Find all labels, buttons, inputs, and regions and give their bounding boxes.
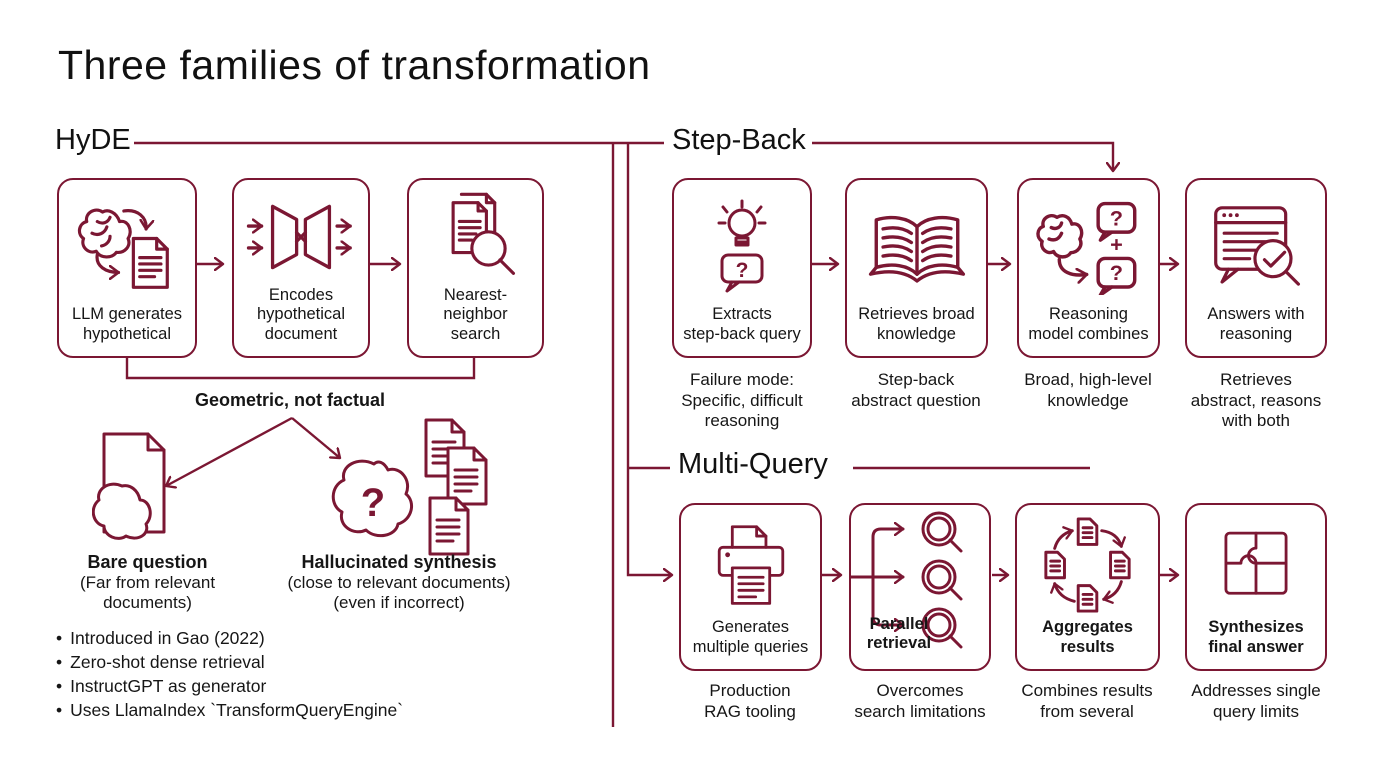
box-label: Generates multiple queries [692, 618, 809, 656]
bare-question-annotation: Bare question (Far from relevant documen… [60, 552, 235, 613]
box-nearest-neighbor-search: Nearest-neighbor search [407, 178, 544, 358]
question-blob-documents-icon: ? [322, 418, 494, 561]
bare-question-title: Bare question [87, 552, 208, 572]
box-parallel-retrieval: Parallel retrieval [849, 503, 991, 671]
box-retrieves-broad-knowledge: Retrieves broad knowledge [845, 178, 988, 358]
hyde-bracket [125, 358, 476, 380]
svg-text:?: ? [736, 259, 749, 282]
hyde-bullet-list: • Introduced in Gao (2022) • Zero-shot den… [56, 626, 403, 722]
bullet-glyph: • [56, 652, 63, 672]
bullet-glyph: • [56, 676, 63, 696]
open-book-icon [860, 188, 974, 305]
box-label: Reasoning model combines [1028, 305, 1149, 343]
bullet-item: • Zero-shot dense retrieval [56, 650, 403, 674]
box-aggregates-results: Aggregates results [1015, 503, 1160, 671]
box-label: Parallel retrieval [866, 615, 932, 653]
box-label: Synthesizes final answer [1208, 618, 1304, 656]
bullet-item: • Uses LlamaIndex `TransformQueryEngine` [56, 698, 403, 722]
puzzle-icon [1209, 513, 1303, 618]
caption-generates-multiple-queries: Production RAG tooling [704, 681, 796, 721]
caption-aggregates-results: Combines results from several [1021, 681, 1153, 721]
box-label: Nearest-neighbor search [443, 285, 508, 343]
brain-combines-questions-icon: ? + ? [1031, 188, 1147, 305]
box-label: Aggregates results [1042, 618, 1133, 656]
caption-reasoning-model-combines: Broad, high-level knowledge [1024, 370, 1152, 410]
box-label: LLM generates hypothetical [71, 305, 183, 343]
bullet-glyph: • [56, 628, 63, 648]
section-label-step-back: Step-Back [672, 124, 806, 156]
stepback-header-arrow [812, 141, 1113, 171]
parallel-magnifiers-icon [849, 505, 989, 669]
box-extracts-step-back-query: ? Extracts step-back query [672, 178, 812, 358]
document-search-icon [424, 188, 528, 286]
page-with-blob-icon [91, 430, 192, 553]
page-title: Three families of transformation [58, 42, 651, 88]
document-cycle-icon [1039, 513, 1137, 618]
bullet-text: Uses LlamaIndex `TransformQueryEngine` [70, 700, 404, 720]
svg-text:?: ? [361, 481, 385, 525]
box-synthesizes-final-answer: Synthesizes final answer [1185, 503, 1327, 671]
hallucinated-synthesis-annotation: Hallucinated synthesis (close to relevan… [284, 552, 514, 613]
bracket-label: Geometric, not factual [194, 390, 386, 410]
bullet-item: • InstructGPT as generator [56, 674, 403, 698]
bullet-text: Introduced in Gao (2022) [70, 628, 265, 648]
bullet-text: InstructGPT as generator [70, 676, 267, 696]
bullet-item: • Introduced in Gao (2022) [56, 626, 403, 650]
caption-parallel-retrieval: Overcomes search limitations [854, 681, 986, 721]
section-label-hyde: HyDE [55, 124, 131, 156]
bullet-text: Zero-shot dense retrieval [70, 652, 265, 672]
multiquery-entry-arrow [626, 143, 672, 575]
box-encodes-hypothetical-document: Encodes hypothetical document [232, 178, 370, 358]
printer-icon [704, 513, 798, 618]
box-label: Retrieves broad knowledge [858, 305, 975, 343]
brain-writes-document-icon [74, 188, 180, 305]
box-llm-generates-hypothetical: LLM generates hypothetical [57, 178, 197, 358]
svg-text:?: ? [1109, 205, 1122, 230]
box-generates-multiple-queries: Generates multiple queries [679, 503, 822, 671]
caption-synthesizes-final-answer: Addresses single query limits [1191, 681, 1321, 721]
box-reasoning-model-combines: ? + ? Reasoning model combines [1017, 178, 1160, 358]
hallucinated-synthesis-title: Hallucinated synthesis [301, 552, 497, 572]
box-label: Extracts step-back query [683, 305, 801, 343]
bullet-glyph: • [56, 700, 63, 720]
svg-text:+: + [1110, 231, 1123, 256]
box-answers-with-reasoning: Answers with reasoning [1185, 178, 1327, 358]
answer-window-check-icon [1203, 188, 1309, 305]
caption-extracts-step-back-query: Failure mode: Specific, difficult reason… [681, 370, 803, 431]
lightbulb-question-icon: ? [692, 188, 792, 305]
bare-question-subtitle: (Far from relevant documents) [79, 572, 216, 612]
box-label: Encodes hypothetical document [256, 285, 346, 343]
section-label-multi-query: Multi-Query [678, 448, 828, 480]
autoencoder-icon [246, 188, 356, 286]
svg-text:?: ? [1109, 260, 1122, 285]
hallucinated-synthesis-subtitle: (close to relevant documents) (even if i… [287, 572, 511, 612]
caption-retrieves-broad-knowledge: Step-back abstract question [851, 370, 981, 410]
caption-answers-with-reasoning: Retrieves abstract, reasons with both [1190, 370, 1322, 431]
box-label: Answers with reasoning [1207, 305, 1305, 343]
